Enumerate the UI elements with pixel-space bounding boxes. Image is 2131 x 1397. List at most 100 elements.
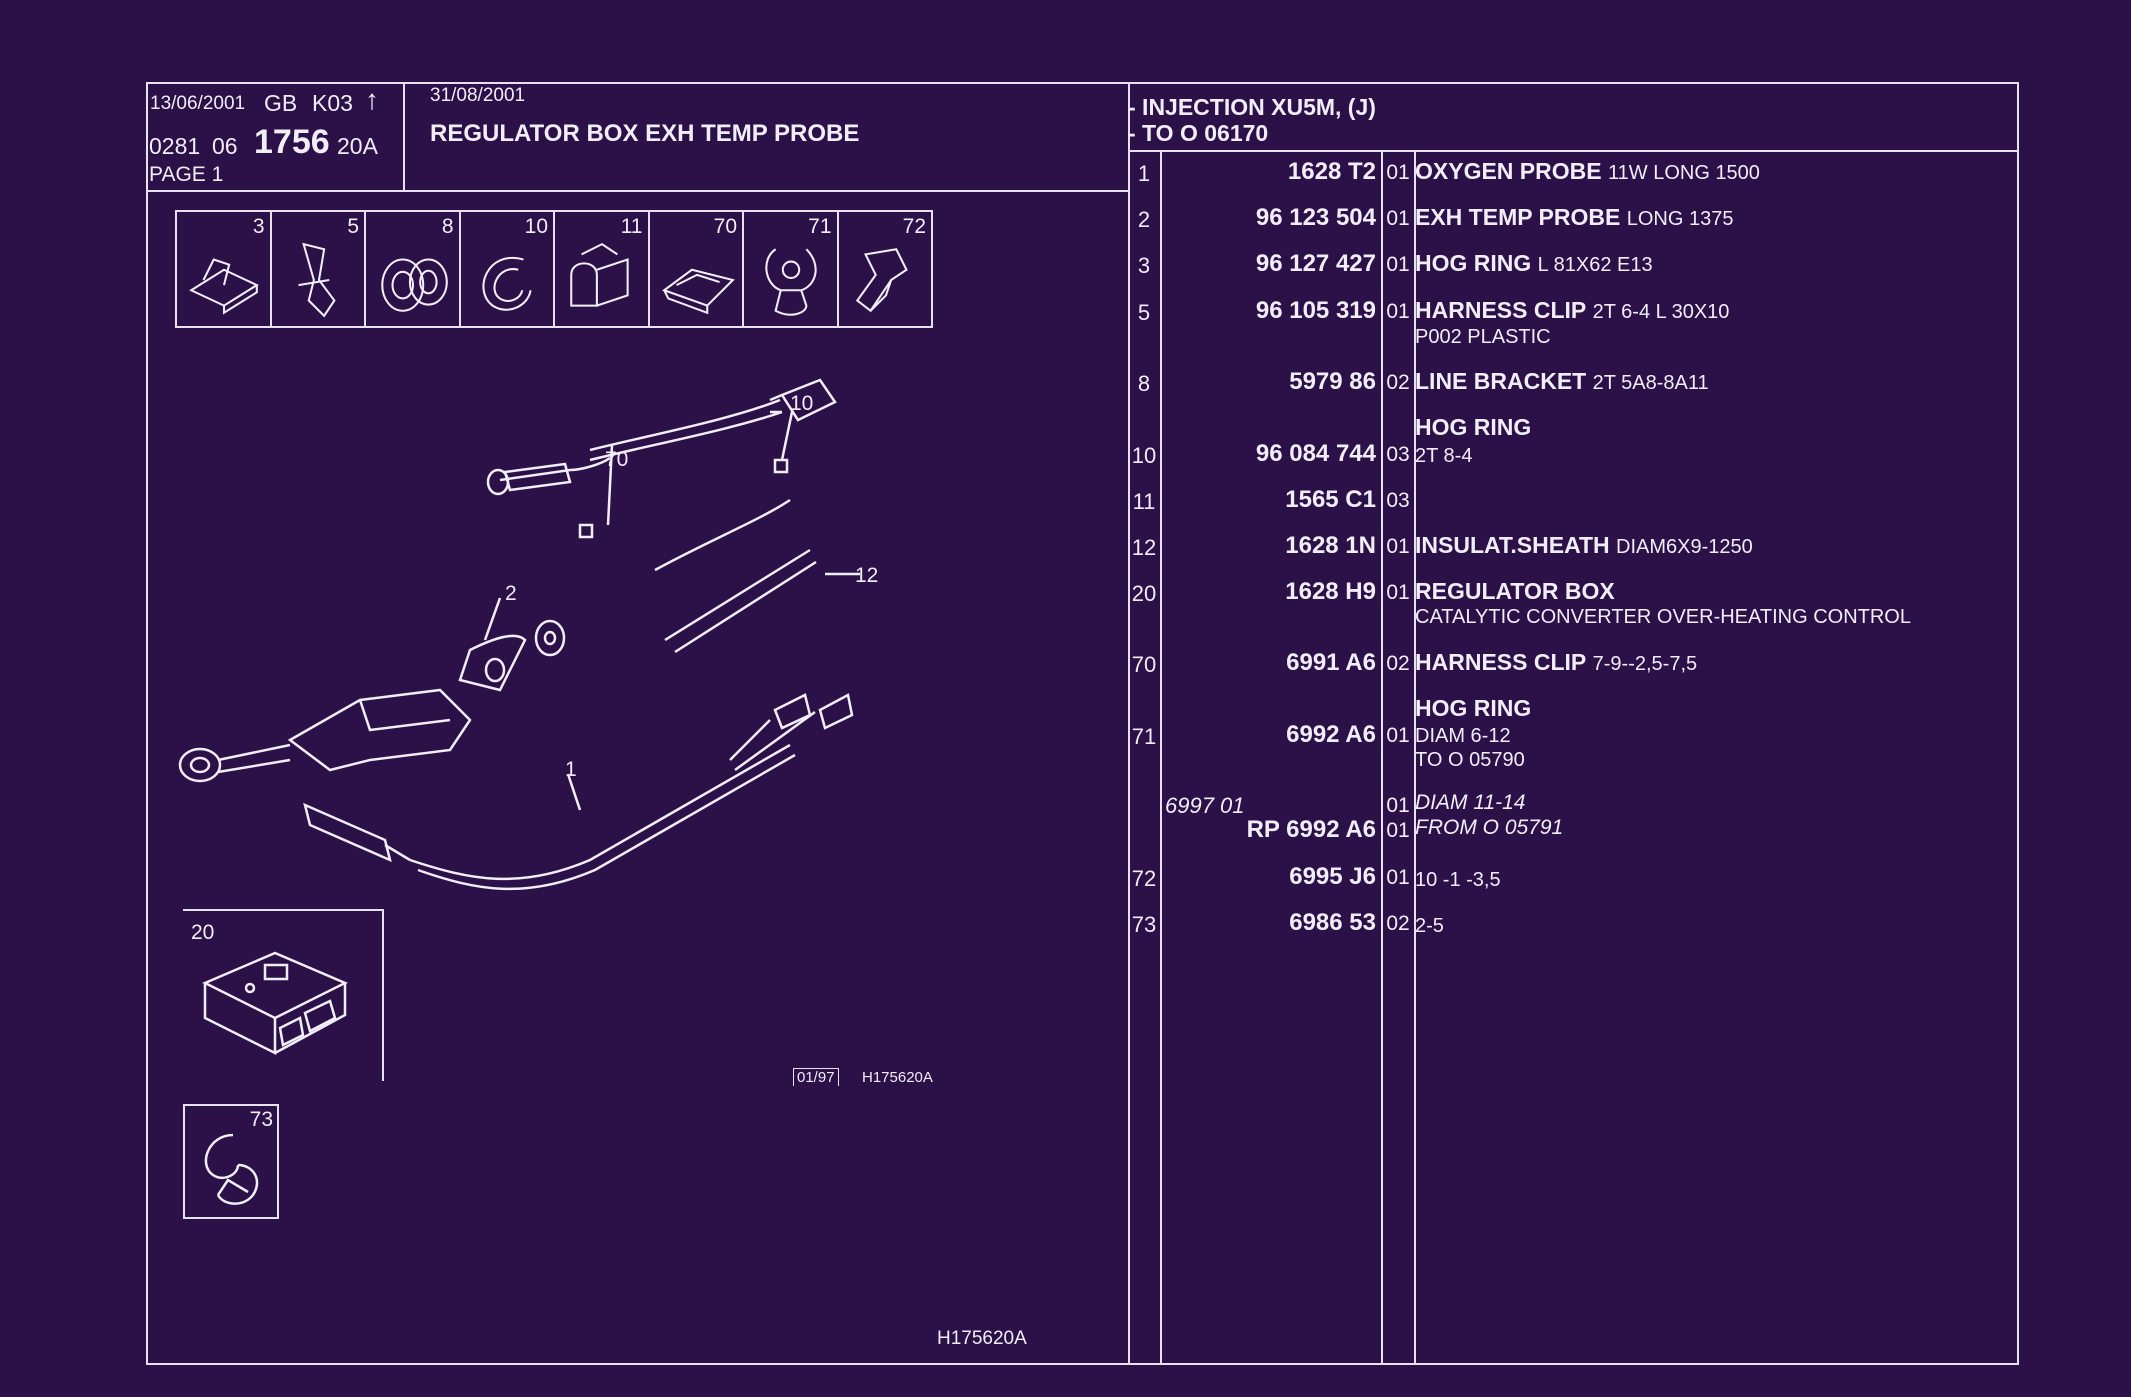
- part-desc: 10 -1 -3,5: [1415, 869, 1501, 891]
- revision-stamp: 01/97: [793, 1068, 839, 1086]
- part-ref: 1565 C1: [1285, 486, 1376, 513]
- thumbnail-item[interactable]: 3: [177, 212, 272, 326]
- part-ref: 96 123 504: [1255, 204, 1376, 231]
- part-ref: 6991 A6: [1286, 649, 1376, 676]
- header-num-b: 06: [212, 133, 238, 159]
- part-qty: 01: [1386, 724, 1410, 747]
- col-qty-right: [1414, 150, 1416, 1365]
- col-ref-right: [1381, 150, 1383, 1365]
- part-desc: DIAM 6-12: [1415, 725, 1511, 747]
- inset-hog-ring-73: 73: [183, 1104, 279, 1219]
- part-ref: 1628 T2: [1287, 158, 1376, 185]
- part-ref: 96 105 319: [1255, 297, 1376, 324]
- part-qty: 01: [1386, 161, 1410, 184]
- line-bracket-icon: [381, 258, 448, 312]
- part-no: 5: [1137, 300, 1151, 325]
- part-name: HOG RING: [1415, 695, 1532, 721]
- part-qty: 01: [1386, 866, 1410, 889]
- callout-73: 73: [249, 1108, 273, 1131]
- callout-70: 70: [605, 448, 629, 471]
- part-desc-line2: P002 PLASTIC: [1415, 326, 1551, 348]
- thumbnail-item[interactable]: 72: [839, 212, 932, 326]
- part-desc: CATALYTIC CONVERTER OVER-HEATING CONTROL: [1415, 606, 1911, 628]
- callout-1: 1: [565, 758, 577, 781]
- oxygen-probe: [303, 802, 392, 863]
- part-no: 73: [1131, 912, 1157, 937]
- part-no: 10: [1131, 443, 1157, 468]
- part-name: HOG RING: [1415, 414, 1532, 440]
- part-ref: 96 127 427: [1255, 250, 1376, 277]
- header-date2: 31/08/2001: [430, 85, 526, 106]
- header-date1: 13/06/2001: [150, 93, 246, 114]
- thumbnail-item[interactable]: 70: [650, 212, 744, 326]
- thumbnail-item[interactable]: 5: [272, 212, 366, 326]
- harness-clip-icon: [297, 242, 336, 318]
- divider-header-left-bottom: [146, 190, 1128, 192]
- hog-ring-icon: [189, 258, 259, 315]
- part-qty: 01: [1386, 207, 1410, 230]
- header-lang: GB: [264, 90, 298, 116]
- part-desc-line2: FROM O 05791: [1415, 816, 1564, 839]
- part-qty: 03: [1386, 489, 1410, 512]
- catalytic-converter: [287, 688, 472, 772]
- part-qty: 01: [1386, 300, 1410, 323]
- part-no: 8: [1137, 371, 1151, 396]
- part-desc-line2: TO O 05790: [1415, 749, 1525, 771]
- part-desc: 2-5: [1415, 915, 1444, 937]
- part-qty: 01: [1386, 794, 1410, 817]
- hog-ring-icon: [765, 248, 817, 316]
- part-qty: 03: [1386, 443, 1410, 466]
- divider-header-right-bottom: [1128, 150, 2019, 152]
- part-no: 71: [1131, 724, 1157, 749]
- part-desc: EXH TEMP PROBE LONG 1375: [1415, 204, 1734, 230]
- part-ref: 6986 53: [1289, 909, 1376, 936]
- part-desc: HARNESS CLIP 2T 6-4 L 30X10: [1415, 297, 1730, 323]
- part-no: 11: [1132, 489, 1156, 514]
- part-no: 20: [1131, 581, 1157, 606]
- part-ref: 6995 J6: [1289, 863, 1376, 890]
- callout-20: 20: [191, 921, 215, 944]
- part-ref: 1628 H9: [1285, 578, 1376, 605]
- part-no: 72: [1131, 866, 1157, 891]
- part-desc: 2T 8-4: [1415, 445, 1473, 467]
- thumbnail-item[interactable]: 11: [555, 212, 650, 326]
- part-ref: 6992 A6: [1286, 721, 1376, 748]
- clip-icon: [855, 248, 908, 313]
- insulating-sheath: [664, 548, 817, 654]
- part-qty: 01: [1386, 581, 1410, 604]
- part-ref: 96 084 744: [1255, 440, 1376, 467]
- part-desc: HOG RING L 81X62 E13: [1415, 250, 1653, 276]
- thumbnail-item[interactable]: 71: [744, 212, 839, 326]
- part-desc: LINE BRACKET 2T 5A8-8A11: [1415, 368, 1709, 394]
- drawing-code-small: H175620A: [862, 1069, 933, 1086]
- part-qty: 01: [1386, 535, 1410, 558]
- page-frame: [146, 82, 2019, 1365]
- thumbnail-item[interactable]: 10: [461, 212, 555, 326]
- part-qty: 02: [1386, 912, 1410, 935]
- part-ref: 5979 86: [1289, 368, 1376, 395]
- page-title: REGULATOR BOX EXH TEMP PROBE: [430, 120, 860, 147]
- drawing-code-bottom: H175620A: [937, 1328, 1027, 1349]
- callout-2: 2: [505, 582, 517, 605]
- header-code: K03: [312, 90, 353, 116]
- exploded-diagram: [178, 378, 860, 891]
- part-no: 12: [1131, 535, 1157, 560]
- header-application-1: - INJECTION XU5M, (J): [1128, 94, 1376, 120]
- wire-harness: [589, 398, 781, 452]
- inset-regulator-box: 20: [183, 909, 384, 1081]
- callout-12: 12: [855, 564, 879, 587]
- header-num-a: 0281: [149, 133, 201, 159]
- part-no: 70: [1131, 652, 1157, 677]
- part-desc: OXYGEN PROBE 11W LONG 1500: [1415, 158, 1760, 184]
- header-num-main: 1756: [254, 123, 330, 161]
- thumbnail-item[interactable]: 8: [366, 212, 461, 326]
- part-no: 1: [1137, 161, 1151, 186]
- part-qty: 02: [1386, 371, 1410, 394]
- header-page: PAGE 1: [149, 163, 224, 186]
- col-no-right: [1160, 150, 1162, 1365]
- hog-ring-icon: [482, 256, 532, 311]
- part-no: 2: [1137, 207, 1151, 232]
- part-qty: 02: [1386, 652, 1410, 675]
- part-desc: DIAM 11-14: [1415, 791, 1526, 814]
- regulator-box-icon: [202, 951, 348, 1056]
